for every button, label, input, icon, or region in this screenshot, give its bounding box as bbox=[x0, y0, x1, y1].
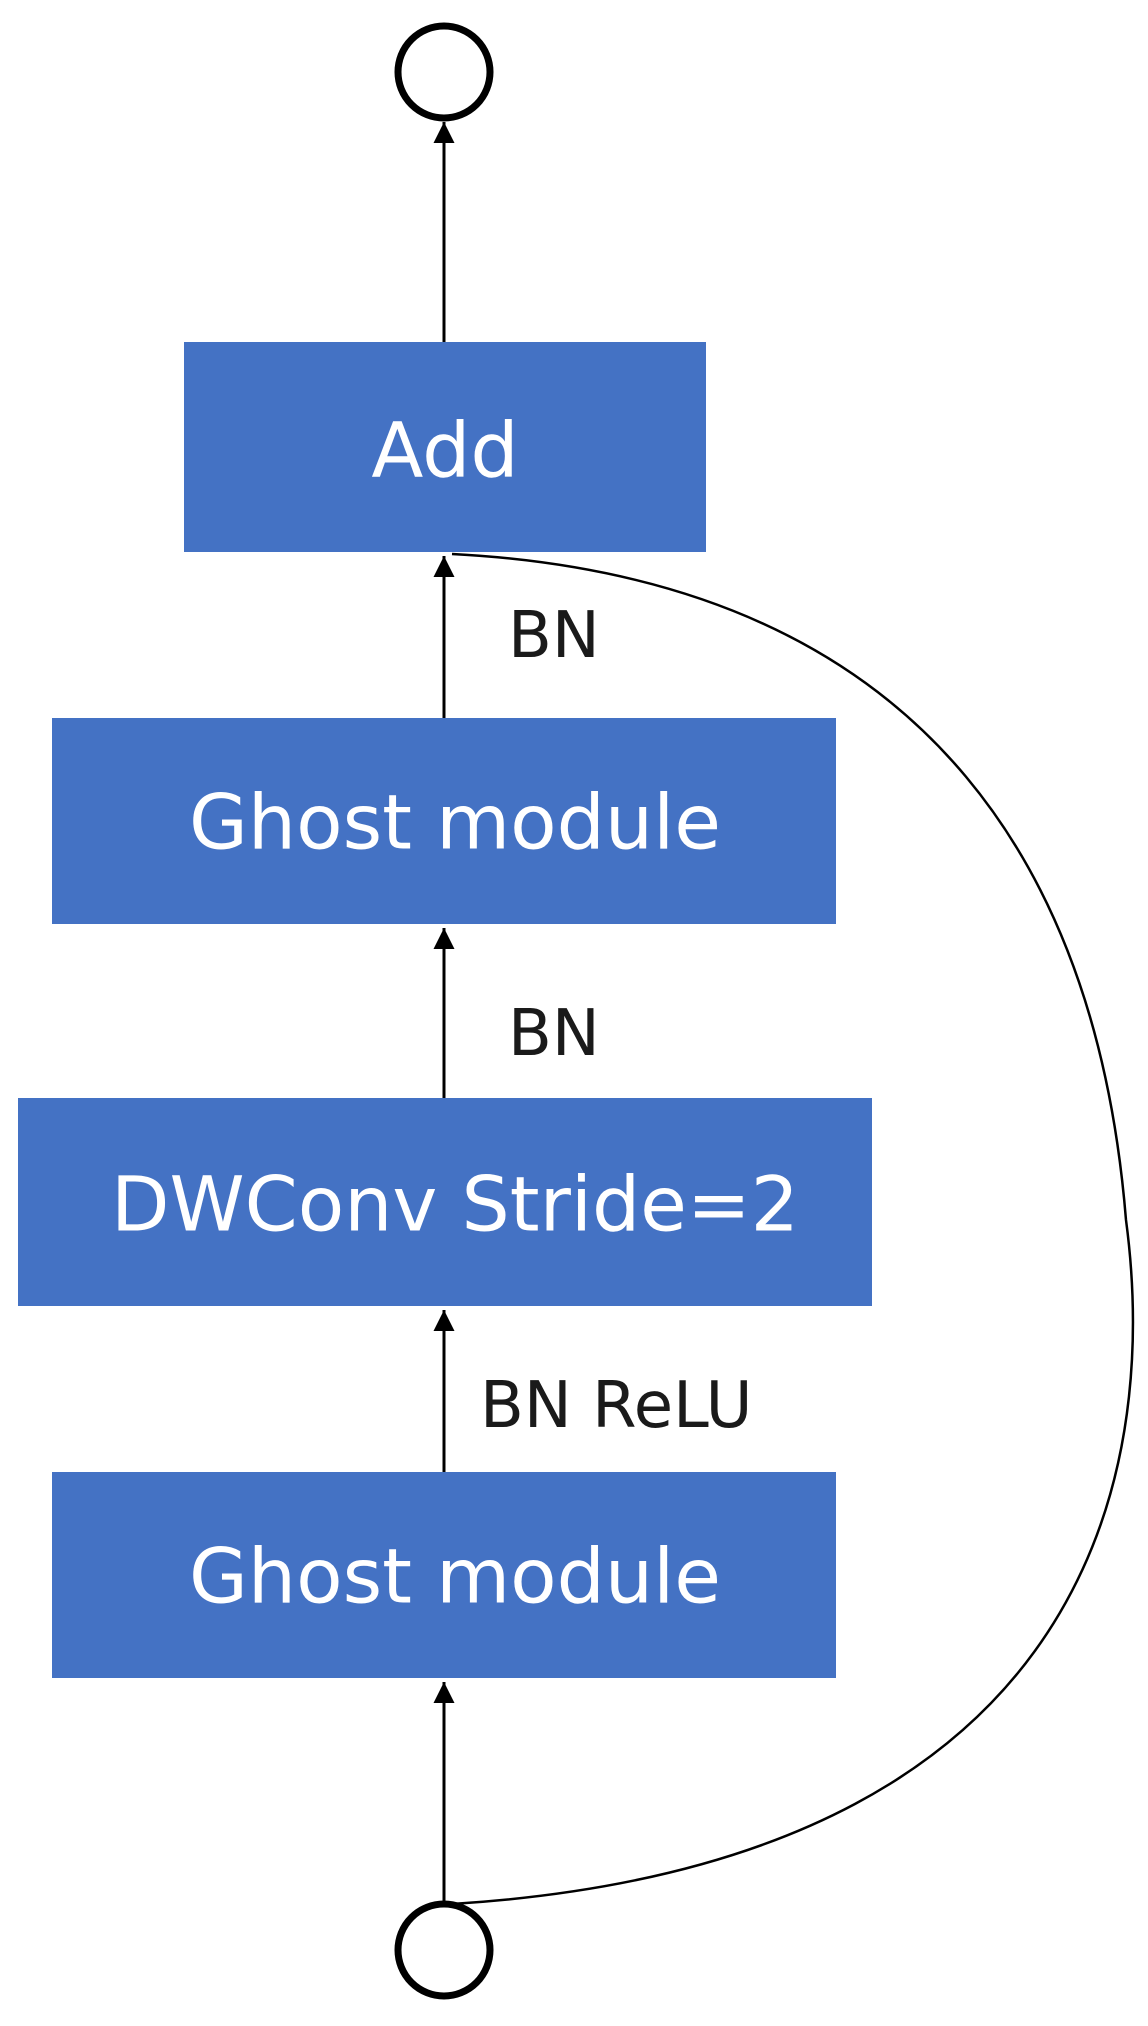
ghost-module-top-label: Ghost module bbox=[189, 778, 721, 867]
edge-label-bn-1: BN bbox=[508, 599, 600, 673]
ghost-module-top-rect bbox=[52, 718, 836, 924]
ghost-module-bottom-label: Ghost module bbox=[189, 1532, 721, 1621]
dwconv-block: DWConv Stride=2 bbox=[18, 1098, 872, 1306]
add-block-label: Add bbox=[371, 406, 518, 495]
add-block-rect bbox=[184, 342, 706, 552]
ghost-module-bottom-block: Ghost module bbox=[52, 1472, 836, 1678]
ghost-module-top-block: Ghost module bbox=[52, 718, 836, 924]
edge-label-bn-2: BN bbox=[508, 997, 600, 1071]
add-block: Add bbox=[184, 342, 706, 552]
output-node bbox=[394, 22, 494, 122]
dwconv-rect bbox=[18, 1098, 872, 1306]
edge-label-bn-relu: BN ReLU bbox=[480, 1369, 752, 1443]
ghost-module-bottom-rect bbox=[52, 1472, 836, 1678]
skip-connection-curve bbox=[451, 552, 1135, 1906]
dwconv-label: DWConv Stride=2 bbox=[111, 1160, 799, 1249]
input-node bbox=[394, 1900, 494, 2000]
